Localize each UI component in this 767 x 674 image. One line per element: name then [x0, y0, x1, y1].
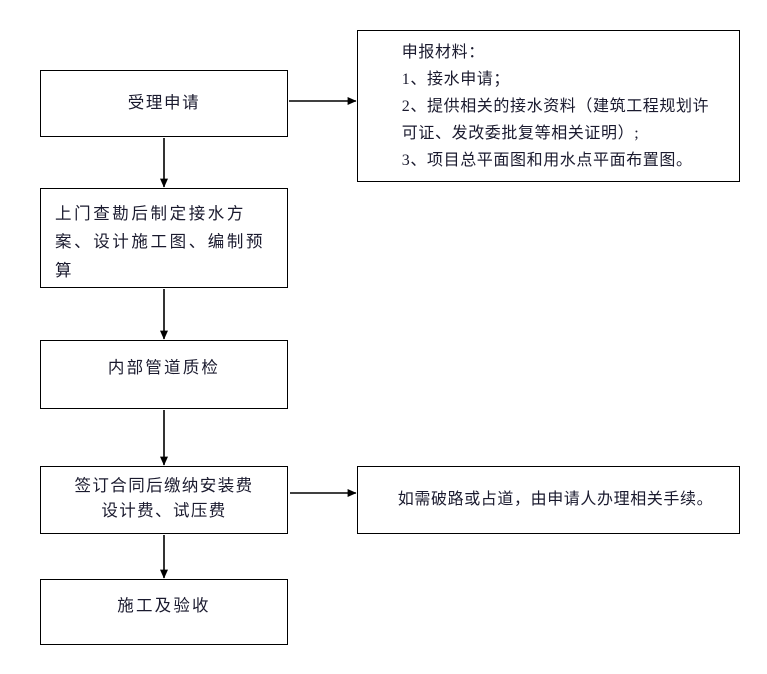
flow-node-label: 施工及验收	[117, 596, 211, 615]
flow-node-internal-pipe-inspection[interactable]: 内部管道质检	[40, 340, 288, 409]
annotation-text: 如需破路或占道，由申请人办理相关手续。	[397, 491, 714, 509]
flow-node-accept-application[interactable]: 受理申请	[40, 70, 288, 137]
annotation-box-road-occupation: 如需破路或占道，由申请人办理相关手续。	[357, 466, 740, 534]
flow-node-contract-and-fees[interactable]: 签订合同后缴纳安装费 设计费、试压费	[40, 466, 288, 534]
flow-node-label: 内部管道质检	[107, 358, 221, 377]
flow-node-label: 受理申请	[127, 92, 201, 112]
annotation-box-required-materials: 申报材料： 1、接水申请； 2、提供相关的接水资料（建筑工程规划许 可证、发改委…	[357, 30, 740, 182]
flow-node-construction-acceptance[interactable]: 施工及验收	[40, 579, 288, 645]
annotation-text: 申报材料： 1、接水申请； 2、提供相关的接水资料（建筑工程规划许 可证、发改委…	[401, 44, 710, 169]
flow-node-label: 上门查勘后制定接水方案、设计施工图、编制预算	[55, 204, 266, 280]
flow-node-survey-design-budget[interactable]: 上门查勘后制定接水方案、设计施工图、编制预算	[40, 188, 288, 288]
flow-node-label: 签订合同后缴纳安装费 设计费、试压费	[74, 476, 254, 520]
